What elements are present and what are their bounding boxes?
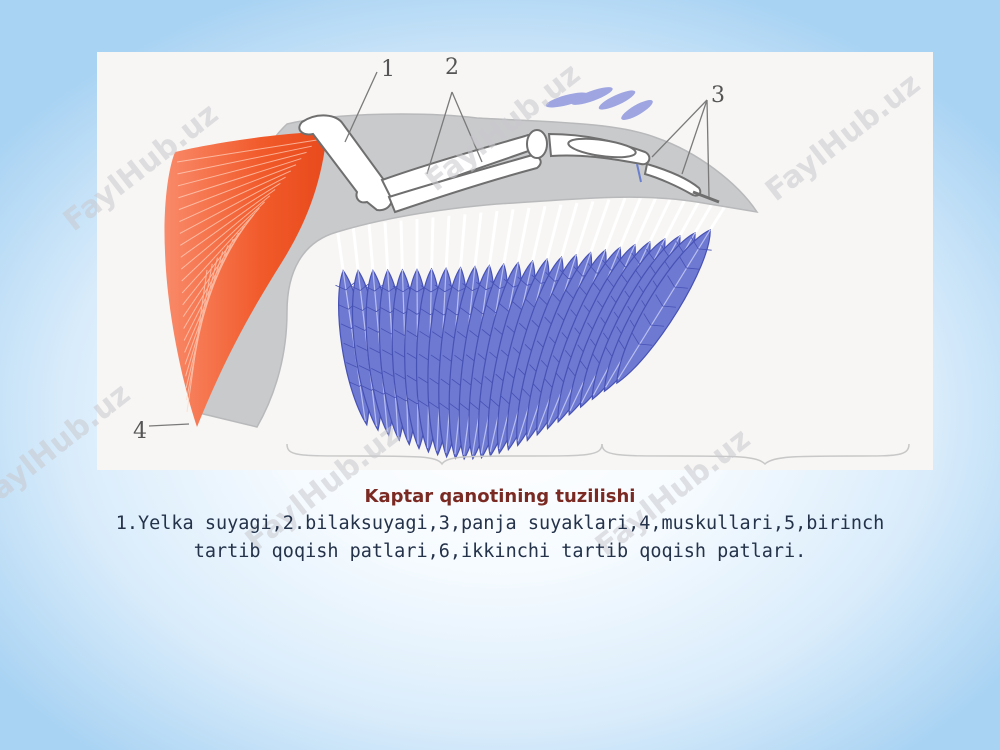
muscle-fiber: [178, 158, 302, 199]
label-number-1: 1: [381, 57, 395, 82]
label-number-3: 3: [711, 83, 725, 108]
label-number-2: 2: [445, 55, 459, 80]
muscle-fiber: [179, 170, 292, 222]
muscle-fiber: [183, 226, 245, 329]
covert-feathers: [545, 87, 653, 120]
wing-muscle: [164, 132, 327, 427]
muscle-fiber: [180, 189, 276, 258]
muscle-fiber: [186, 269, 208, 413]
leader-lines: [148, 71, 710, 427]
flight-feathers: [335, 186, 739, 461]
caption-title: Kaptar qanotining tuzilishi: [364, 486, 636, 507]
muscle-fiber: [181, 201, 265, 282]
muscle-fiber: [184, 238, 234, 353]
muscle-fiber: [179, 176, 286, 234]
wing-diagram-svg: 1 2 3 4: [133, 55, 910, 466]
muscle-fibers: [176, 139, 318, 413]
muscle-fiber: [180, 195, 271, 270]
muscle-fiber: [181, 207, 260, 294]
muscle-fiber: [185, 257, 218, 389]
forearm-bones: [380, 129, 548, 214]
muscle-fiber: [177, 145, 312, 175]
muscle-fiber: [186, 263, 213, 401]
caption-line-1: 1.Yelka suyagi,2.bilaksuyagi,3,panja suy…: [115, 513, 885, 534]
feather: [616, 186, 739, 385]
wing-illustration: 1 2 3 4: [97, 52, 933, 470]
muscle-fiber: [180, 182, 281, 246]
figure-caption: Kaptar qanotining tuzilishi 1.Yelka suya…: [100, 484, 900, 566]
muscle-fiber: [176, 139, 318, 163]
muscle-fiber: [178, 164, 297, 211]
humerus-bone: [298, 114, 394, 212]
label-number-4: 4: [133, 419, 147, 444]
hand-bones: [547, 132, 720, 204]
caption-line-2: tartib qoqish patlari,6,ikkinchi tartib …: [193, 541, 807, 562]
feather-group-brackets: [286, 443, 910, 466]
muscle-fiber: [177, 151, 307, 187]
muscle-fiber: [183, 232, 239, 341]
